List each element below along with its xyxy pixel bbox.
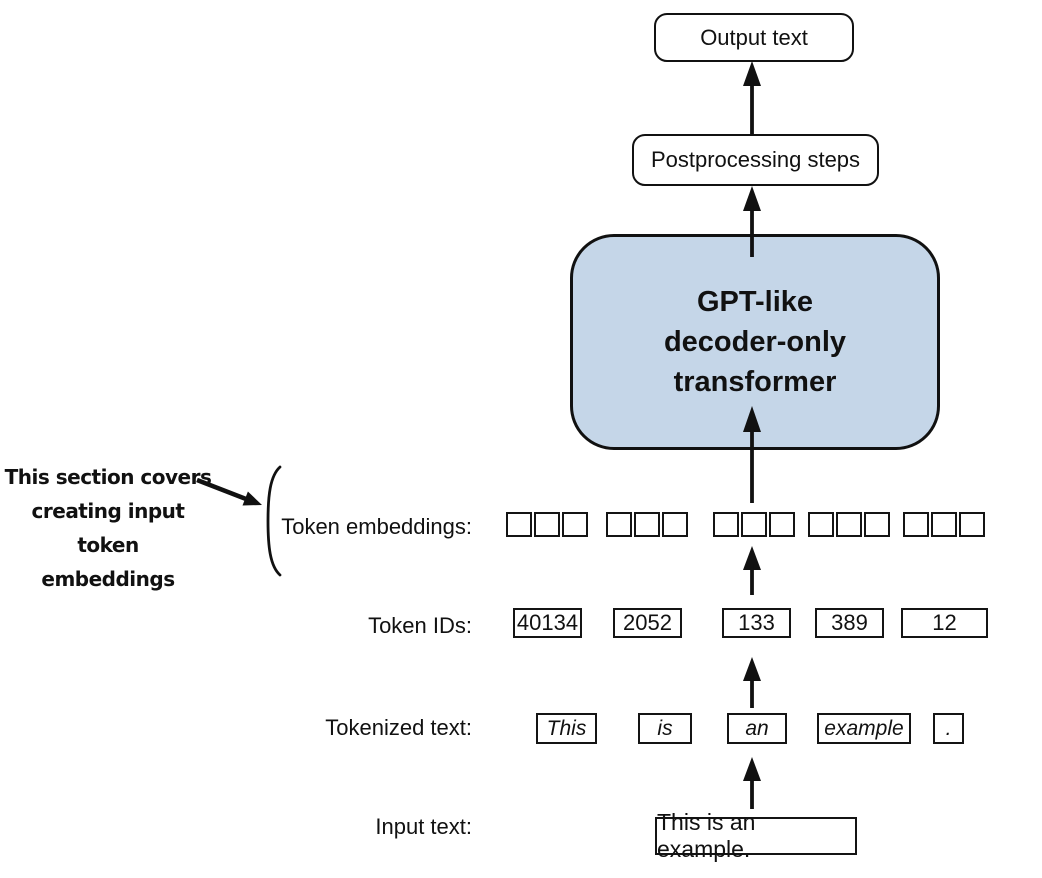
token-box: . xyxy=(933,713,964,744)
annotation-line1: This section covers xyxy=(4,465,212,489)
token-id-box: 133 xyxy=(722,608,791,638)
token-box: an xyxy=(727,713,787,744)
token-id-box: 389 xyxy=(815,608,884,638)
tokenized-text-label: Tokenized text: xyxy=(325,715,472,740)
embedding-cell xyxy=(562,512,588,537)
postprocessing-box: Postprocessing steps xyxy=(632,134,879,186)
token-embeddings-label: Token embeddings: xyxy=(281,514,472,539)
embedding-cell xyxy=(506,512,532,537)
flow-arrow-postprocessing-to-output xyxy=(743,61,761,134)
transformer-box: GPT-like decoder-only transformer xyxy=(570,234,940,450)
flow-arrow-input-to-tokens xyxy=(743,757,761,809)
token-box: is xyxy=(638,713,692,744)
embedding-cell xyxy=(634,512,660,537)
embedding-cell xyxy=(903,512,929,537)
embedding-cell xyxy=(606,512,632,537)
token-id-box: 2052 xyxy=(613,608,682,638)
embedding-cell xyxy=(808,512,834,537)
annotation-line2: creating input token xyxy=(31,499,185,557)
transformer-label-line3: transformer xyxy=(673,366,837,398)
embedding-group xyxy=(903,512,985,537)
token-id-box: 12 xyxy=(901,608,988,638)
flow-arrow-tokens-to-ids xyxy=(743,657,761,708)
embedding-cell xyxy=(741,512,767,537)
input-text-label: Input text: xyxy=(375,814,472,839)
embedding-cell xyxy=(959,512,985,537)
token-id-box: 40134 xyxy=(513,608,582,638)
input-text-box: This is an example. xyxy=(655,809,857,862)
embedding-cell xyxy=(769,512,795,537)
transformer-label-line1: GPT-like xyxy=(696,286,814,318)
annotation-arrow xyxy=(196,477,262,506)
flow-arrow-embeddings-to-transformer xyxy=(743,406,761,503)
flow-arrow-transformer-to-postprocessing xyxy=(743,186,761,257)
output-text-label: Output text xyxy=(700,24,808,50)
embedding-cell xyxy=(713,512,739,537)
embedding-group xyxy=(606,512,688,537)
embedding-cell xyxy=(864,512,890,537)
flow-arrow-ids-to-embeddings xyxy=(743,546,761,595)
token-box: example xyxy=(817,713,911,744)
left-bracket-icon xyxy=(266,465,282,577)
postprocessing-label: Postprocessing steps xyxy=(650,147,861,172)
transformer-label-line2: decoder-only xyxy=(663,326,847,358)
output-text-box: Output text xyxy=(654,13,854,62)
embedding-group xyxy=(506,512,588,537)
annotation-line3: embeddings xyxy=(41,567,175,591)
embedding-cell xyxy=(836,512,862,537)
embedding-cell xyxy=(662,512,688,537)
token-box: This xyxy=(536,713,597,744)
embedding-cell xyxy=(931,512,957,537)
token-ids-label: Token IDs: xyxy=(368,613,472,638)
embedding-group xyxy=(713,512,795,537)
annotation-note: This section covers creating input token… xyxy=(0,460,216,596)
embedding-group xyxy=(808,512,890,537)
embedding-cell xyxy=(534,512,560,537)
